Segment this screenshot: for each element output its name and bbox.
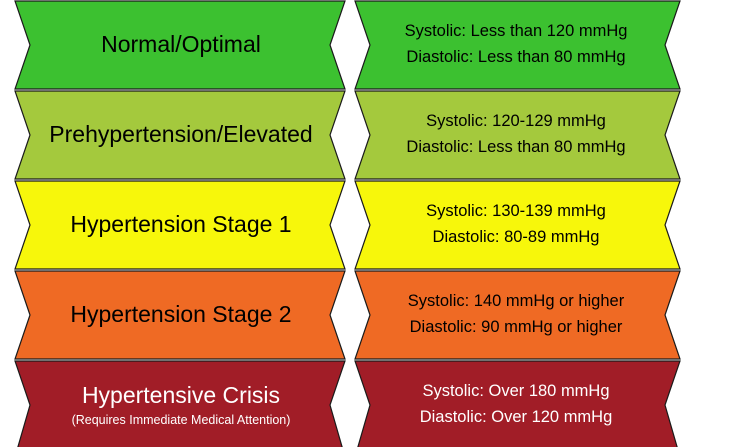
diastolic-value: Diastolic: Less than 80 mmHg <box>406 48 626 66</box>
values-label-crisis: Systolic: Over 180 mmHg Diastolic: Over … <box>362 363 670 447</box>
category-note: (Requires Immediate Medical Attention) <box>71 412 291 427</box>
category-title: Hypertension Stage 2 <box>70 301 292 328</box>
values-band-3 <box>354 270 681 360</box>
values-band-4 <box>354 360 681 447</box>
category-label-elevated: Prehypertension/Elevated <box>22 93 340 177</box>
values-label-normal: Systolic: Less than 120 mmHg Diastolic: … <box>362 3 670 87</box>
values-label-stage1: Systolic: 130-139 mmHg Diastolic: 80-89 … <box>362 183 670 267</box>
category-label-stage1: Hypertension Stage 1 <box>22 183 340 267</box>
systolic-value: Systolic: 140 mmHg or higher <box>407 292 625 311</box>
category-band-1 <box>14 90 346 180</box>
systolic-value: Systolic: Over 180 mmHg <box>422 382 610 401</box>
systolic-value: Systolic: Less than 120 mmHg <box>404 22 628 41</box>
values-band-2 <box>354 180 681 270</box>
values-band-0 <box>354 0 681 90</box>
values-band-1 <box>354 90 681 180</box>
diastolic-value: Diastolic: 90 mmHg or higher <box>409 318 623 336</box>
category-title: Hypertension Stage 1 <box>70 211 292 238</box>
category-title: Normal/Optimal <box>101 31 261 58</box>
diastolic-value: Diastolic: 80-89 mmHg <box>432 228 600 246</box>
values-label-elevated: Systolic: 120-129 mmHg Diastolic: Less t… <box>362 93 670 177</box>
diastolic-value: Diastolic: Over 120 mmHg <box>419 408 613 426</box>
category-label-crisis: Hypertensive Crisis (Requires Immediate … <box>22 363 340 447</box>
diastolic-value: Diastolic: Less than 80 mmHg <box>406 138 626 156</box>
category-band-3 <box>14 270 346 360</box>
category-band-0 <box>14 0 346 90</box>
systolic-value: Systolic: 120-129 mmHg <box>426 112 606 131</box>
category-label-normal: Normal/Optimal <box>22 3 340 87</box>
values-label-stage2: Systolic: 140 mmHg or higher Diastolic: … <box>362 273 670 357</box>
systolic-value: Systolic: 130-139 mmHg <box>426 202 606 221</box>
category-band-4 <box>14 360 346 447</box>
category-title: Hypertensive Crisis <box>81 382 281 409</box>
category-title: Prehypertension/Elevated <box>49 121 313 148</box>
category-band-2 <box>14 180 346 270</box>
category-label-stage2: Hypertension Stage 2 <box>22 273 340 357</box>
